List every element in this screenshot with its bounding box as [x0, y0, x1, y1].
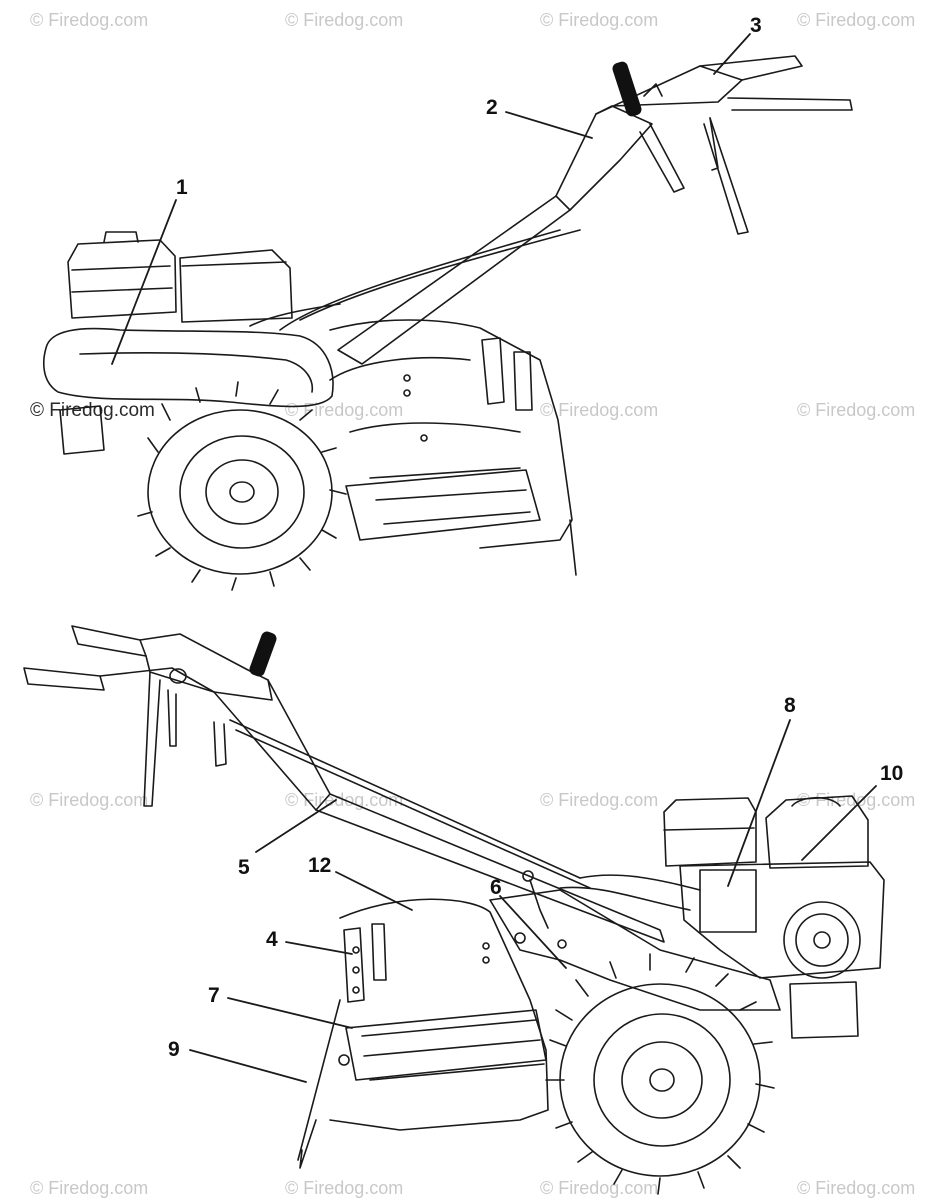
callout-leaders	[111, 33, 877, 1083]
depth-bar	[481, 337, 533, 411]
leader-line-9	[189, 1049, 307, 1083]
handle-grip-black	[249, 631, 277, 677]
leader-line-10	[801, 785, 877, 861]
frame-bracket	[59, 405, 105, 455]
callout-5: 5	[238, 856, 250, 879]
bottom-tiller-illustration	[23, 625, 885, 1195]
callout-8: 8	[784, 694, 796, 717]
callout-6: 6	[490, 876, 502, 899]
wheel-tire	[147, 409, 333, 575]
leader-line-1	[111, 199, 177, 365]
watermark: © Firedog.com	[797, 1178, 916, 1198]
watermark: © Firedog.com	[540, 1178, 659, 1198]
tine-shield	[345, 469, 541, 541]
tine-hood	[329, 898, 549, 1131]
leader-line-6	[499, 895, 567, 969]
callout-12: 12	[308, 854, 332, 877]
watermark: © Firedog.com	[30, 790, 149, 810]
watermark: © Firedog.com	[540, 400, 659, 420]
watermark: © Firedog.com	[797, 790, 916, 810]
frame-bracket	[789, 981, 859, 1039]
depth-bar	[343, 923, 387, 1003]
watermark: © Firedog.com	[30, 10, 149, 30]
leader-line-8	[727, 719, 791, 887]
leader-line-7	[227, 997, 353, 1029]
leader-line-5	[255, 799, 337, 853]
engine-air-cleaner	[663, 797, 757, 867]
watermark: © Firedog.com	[540, 10, 659, 30]
leader-line-3	[713, 33, 751, 75]
fender-shield	[43, 327, 334, 408]
callout-10: 10	[880, 762, 904, 785]
wheel-rim	[179, 435, 305, 549]
handle-grip-black	[612, 61, 642, 117]
callout-7: 7	[208, 984, 220, 1007]
callout-2: 2	[486, 96, 498, 119]
watermark: © Firedog.com	[30, 1178, 149, 1198]
handlebar-tube	[213, 679, 665, 943]
transmission-housing	[489, 889, 781, 1011]
handle-grip-upper	[71, 625, 147, 657]
watermark: © Firedog.com	[285, 10, 404, 30]
callout-4: 4	[266, 928, 278, 951]
leader-line-12	[335, 871, 413, 911]
leader-line-4	[285, 941, 353, 955]
handle-grip-lower	[23, 667, 105, 691]
handle-grip-upper	[699, 55, 803, 81]
top-tiller-illustration	[43, 55, 853, 591]
watermark: © Firedog.com	[540, 790, 659, 810]
engine-fuel-tank	[765, 795, 869, 869]
wheel-rim	[593, 1013, 731, 1147]
handlebar-tube	[337, 195, 571, 365]
drag-stake	[297, 999, 341, 1169]
tine-hood	[329, 319, 573, 549]
watermark: © Firedog.com	[285, 1178, 404, 1198]
engine-decal	[699, 869, 757, 933]
callout-9: 9	[168, 1038, 180, 1061]
handle-control-panel	[139, 633, 273, 701]
tine-shield	[345, 1009, 547, 1081]
handle-grip-lower	[727, 97, 853, 111]
engine-recoil	[783, 901, 861, 979]
watermark: © Firedog.com	[797, 10, 916, 30]
callout-1: 1	[176, 176, 188, 199]
engine-block	[679, 861, 885, 979]
leader-line-2	[505, 111, 593, 139]
engine-fuel-tank	[179, 249, 293, 323]
watermark: © Firedog.com	[797, 400, 916, 420]
callout-3: 3	[750, 14, 762, 37]
engine-air-cleaner	[67, 239, 177, 319]
